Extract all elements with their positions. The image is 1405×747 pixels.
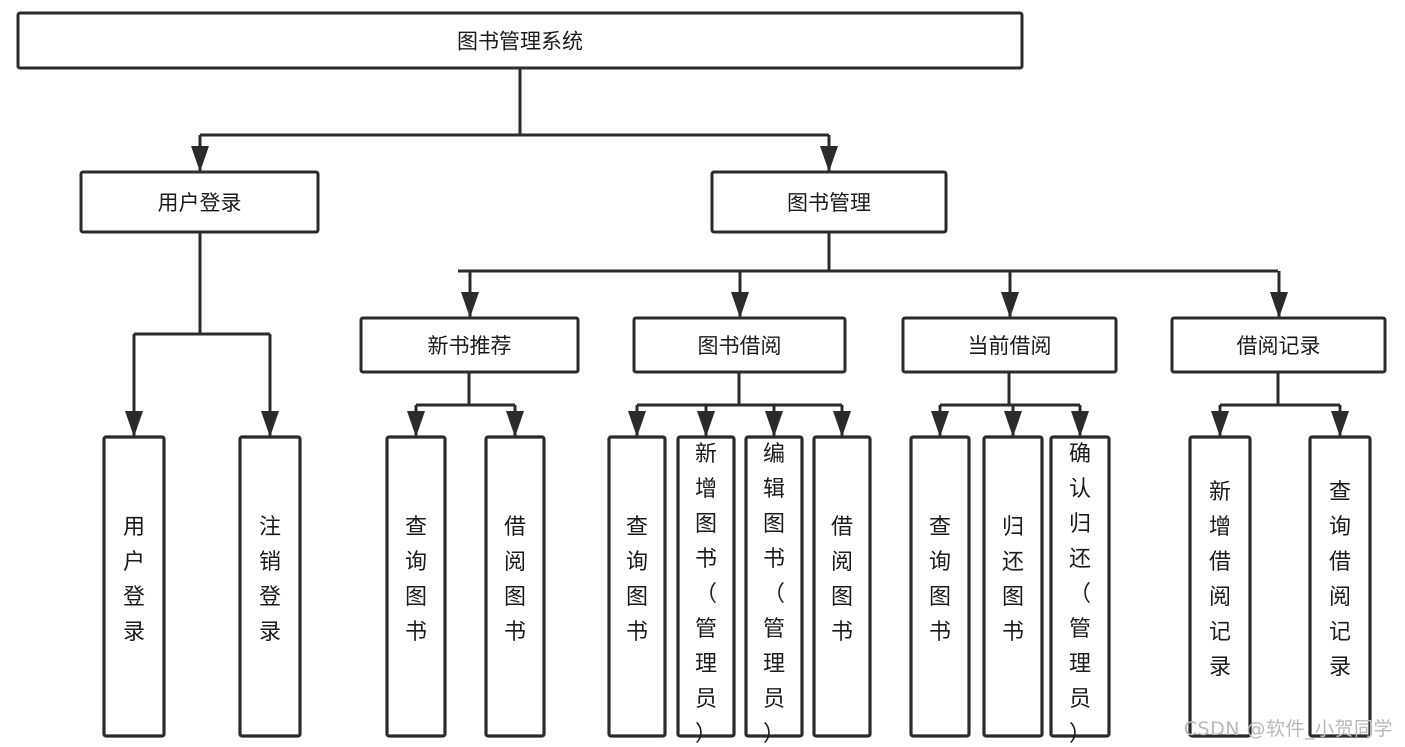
node-leaf-query-borrow-record[interactable]: 查询借阅记录 xyxy=(1308,435,1372,738)
level2-node-box xyxy=(710,170,948,234)
node-leaf-add-book[interactable]: 新增图书（管理员） xyxy=(676,435,736,747)
leaf-node-box xyxy=(1308,435,1372,738)
level3-node-box xyxy=(632,316,847,374)
node-leaf-query-book-recommend[interactable]: 查询图书 xyxy=(385,435,447,738)
arrow-head-icon xyxy=(191,146,209,172)
leaf-node-box xyxy=(484,435,546,738)
node-leaf-edit-book[interactable]: 编辑图书（管理员） xyxy=(744,435,804,747)
arrow-head-icon xyxy=(931,411,949,437)
node-label: 借阅图书 xyxy=(831,515,853,645)
node-leaf-borrow-book[interactable]: 借阅图书 xyxy=(812,435,872,738)
node-label: 确认归还（管理员） xyxy=(1069,442,1091,747)
node-root[interactable]: 图书管理系统 xyxy=(16,11,1024,70)
arrow-head-icon xyxy=(1004,411,1022,437)
node-label: 查询图书 xyxy=(405,515,427,645)
node-label: 新增借阅记录 xyxy=(1209,480,1231,680)
leaf-node-box xyxy=(102,435,166,738)
node-label: 图书管理 xyxy=(787,191,871,215)
node-leaf-add-borrow-record[interactable]: 新增借阅记录 xyxy=(1188,435,1252,738)
node-leaf-query-book-borrow[interactable]: 查询图书 xyxy=(607,435,667,738)
level3-node-box xyxy=(359,316,580,374)
node-leaf-query-book-current[interactable]: 查询图书 xyxy=(909,435,971,738)
node-label: 图书管理系统 xyxy=(457,30,583,54)
node-label: 当前借阅 xyxy=(968,334,1052,358)
node-new-book-recommend[interactable]: 新书推荐 xyxy=(359,316,580,374)
node-user-login[interactable]: 用户登录 xyxy=(79,170,320,234)
node-book-manage[interactable]: 图书管理 xyxy=(710,170,948,234)
arrow-head-icon xyxy=(1071,411,1089,437)
arrow-head-icon xyxy=(765,411,783,437)
arrow-head-icon xyxy=(506,411,524,437)
leaf-node-box xyxy=(812,435,872,738)
root-node-box xyxy=(16,11,1024,70)
arrow-head-icon xyxy=(628,411,646,437)
node-label: 查询借阅记录 xyxy=(1329,480,1351,680)
leaf-node-box xyxy=(676,435,736,738)
node-layer: 图书管理系统用户登录图书管理新书推荐图书借阅当前借阅借阅记录用户登录注销登录查询… xyxy=(16,11,1387,747)
node-leaf-confirm-return[interactable]: 确认归还（管理员） xyxy=(1049,435,1111,747)
node-label: 编辑图书（管理员） xyxy=(763,442,785,747)
leaf-node-box xyxy=(1188,435,1252,738)
node-book-borrow[interactable]: 图书借阅 xyxy=(632,316,847,374)
arrow-head-icon xyxy=(461,292,479,318)
level3-node-box xyxy=(901,316,1118,374)
arrow-head-icon xyxy=(731,292,749,318)
node-label: 归还图书 xyxy=(1002,515,1024,645)
leaf-node-box xyxy=(909,435,971,738)
node-leaf-logout[interactable]: 注销登录 xyxy=(238,435,302,738)
node-label: 新增图书（管理员） xyxy=(695,442,717,747)
arrow-head-icon xyxy=(820,146,838,172)
node-label: 图书借阅 xyxy=(698,334,782,358)
node-label: 用户登录 xyxy=(123,515,145,645)
node-label: 借阅图书 xyxy=(504,515,526,645)
arrow-head-icon xyxy=(407,411,425,437)
node-leaf-user-login[interactable]: 用户登录 xyxy=(102,435,166,738)
leaf-node-box xyxy=(744,435,804,738)
level3-node-box xyxy=(1170,316,1387,374)
node-leaf-borrow-book-recommend[interactable]: 借阅图书 xyxy=(484,435,546,738)
node-label: 注销登录 xyxy=(259,515,281,645)
leaf-node-box xyxy=(1049,435,1111,738)
arrow-head-icon xyxy=(1331,411,1349,437)
node-label: 新书推荐 xyxy=(428,334,512,358)
node-label: 借阅记录 xyxy=(1237,334,1321,358)
level2-node-box xyxy=(79,170,320,234)
node-leaf-return-book[interactable]: 归还图书 xyxy=(982,435,1044,738)
leaf-node-box xyxy=(982,435,1044,738)
arrow-head-icon xyxy=(261,411,279,437)
arrow-head-icon xyxy=(1001,292,1019,318)
arrow-head-icon xyxy=(697,411,715,437)
node-label: 用户登录 xyxy=(158,191,242,215)
node-borrow-record[interactable]: 借阅记录 xyxy=(1170,316,1387,374)
node-label: 查询图书 xyxy=(626,515,648,645)
arrow-head-icon xyxy=(1211,411,1229,437)
leaf-node-box xyxy=(238,435,302,738)
arrow-head-icon xyxy=(833,411,851,437)
node-label: 查询图书 xyxy=(929,515,951,645)
leaf-node-box xyxy=(607,435,667,738)
arrow-head-icon xyxy=(125,411,143,437)
connector-layer xyxy=(125,68,1349,437)
arrow-head-icon xyxy=(1270,292,1288,318)
csdn-watermark: CSDN @软件_小贺同学 xyxy=(1183,718,1393,740)
node-current-borrow[interactable]: 当前借阅 xyxy=(901,316,1118,374)
leaf-node-box xyxy=(385,435,447,738)
